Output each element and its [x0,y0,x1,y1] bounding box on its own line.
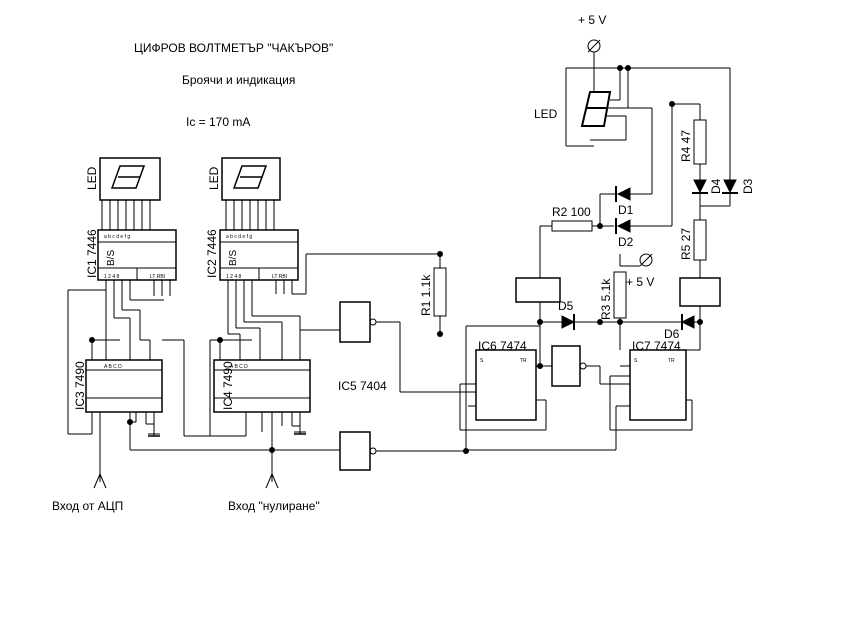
ic5-inverter-mid [551,345,581,387]
d2-diode [616,219,631,233]
svg-text:S: S [480,358,484,364]
r5-node-box [679,277,721,307]
d3-label: D3 [741,178,755,194]
r2-label: R2 100 [552,205,591,219]
r1-label: R1 1.1k [419,274,433,316]
d4-diode [693,179,707,194]
svg-text:1 2 4 8: 1 2 4 8 [226,274,242,280]
d4-label: D4 [709,178,723,194]
svg-text:TR: TR [520,358,527,364]
r3-resistor [613,271,627,319]
d3-diode [723,179,737,194]
ic3-7490 [85,359,163,413]
r2-node-box [515,277,561,303]
d1-label: D1 [618,203,634,217]
d1-diode [616,187,631,201]
r4-resistor [693,119,707,165]
d5-diode [561,315,576,329]
led2-label: LED [207,166,221,190]
ic5-label: IC5 7404 [338,379,387,393]
r3-label: R3 5.1k [599,278,613,320]
vcc-terminal-mid [639,253,653,267]
r5-resistor [693,219,707,261]
d6-label: D6 [664,327,680,341]
r4-label: R4 47 [679,130,693,162]
ic2-label: IC2 7446 [205,229,219,278]
svg-text:A B C D: A B C D [104,364,122,370]
ic3-label: IC3 7490 [73,361,87,410]
bs-label-1: B/S [106,250,117,266]
ic5-inverter-top [339,301,371,343]
ic6-label: IC6 7474 [478,339,527,353]
svg-text:S: S [634,358,638,364]
pin-labels: a b c d e f g a b c d e f g 1 2 4 8 LT R… [104,234,675,370]
schematic-subtitle: Броячи и индикация [182,73,295,87]
ic7-7474 [629,349,687,421]
svg-text:A B C D: A B C D [230,364,248,370]
vcc-top-label: + 5 V [578,13,606,27]
svg-text:a b c d e f g: a b c d e f g [226,234,252,240]
led3-label: LED [534,107,558,121]
ic7-label: IC7 7474 [632,339,681,353]
svg-text:LT RBI: LT RBI [272,274,287,280]
ic4-label: IC4 7490 [221,361,235,410]
svg-text:1 2 4 8: 1 2 4 8 [104,274,120,280]
bs-label-2: B/S [228,250,239,266]
wiring [67,39,738,489]
svg-text:LT RBI: LT RBI [150,274,165,280]
adc-input-label: Вход от АЦП [52,499,123,513]
d5-label: D5 [558,299,574,313]
current-label: Ic = 170 mA [186,115,250,129]
led-display-1 [99,157,161,201]
d2-label: D2 [618,235,634,249]
led-display-2 [221,157,281,201]
svg-text:a b c d e f g: a b c d e f g [104,234,130,240]
junctions [89,65,703,454]
d6-diode [680,315,695,329]
ic5-inverter-bottom [339,431,371,471]
vcc-mid-label: + 5 V [626,275,654,289]
svg-text:TR: TR [668,358,675,364]
led-display-top [580,91,612,127]
r5-label: R5 27 [679,228,693,260]
reset-input-label: Вход "нулиране" [228,499,320,513]
schematic-title: ЦИФРОВ ВОЛТМЕТЪР "ЧАКЪРОВ" [134,41,333,55]
r1-resistor [433,267,447,317]
ic1-label: IC1 7446 [85,229,99,278]
r2-resistor [551,220,593,232]
led1-label: LED [85,166,99,190]
ic6-7474 [475,349,537,421]
